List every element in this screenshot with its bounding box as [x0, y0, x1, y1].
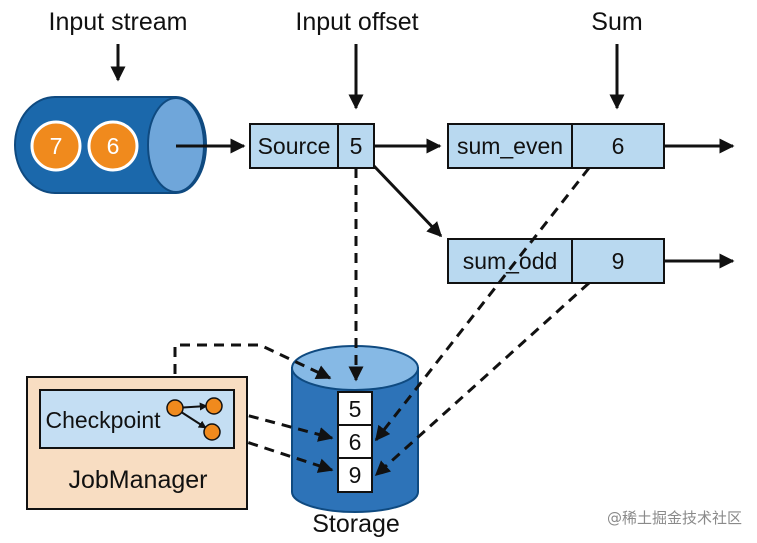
sum-even-snapshot-line [374, 167, 591, 442]
svg-text:7: 7 [50, 133, 63, 159]
sum-even-box: sum_even 6 [447, 123, 665, 169]
checkpoint-coordinator-node [166, 399, 184, 417]
sum-odd-box: sum_odd 9 [447, 238, 665, 284]
source-to-sum-odd-arrow [372, 164, 443, 238]
sum-even-label: sum_even [457, 133, 563, 159]
storage-sum-even-value: 6 [349, 429, 362, 455]
job-manager-box: Checkpoint JobManager [26, 376, 248, 510]
sum-odd-value: 9 [612, 248, 625, 274]
sum-odd-label: sum_odd [463, 248, 558, 274]
checkpoint-label: Checkpoint [45, 407, 161, 433]
storage-cylinder: 5 6 9 [291, 345, 419, 513]
input-stream-label: Input stream [49, 8, 188, 36]
storage-offset-value: 5 [349, 396, 362, 422]
storage-label: Storage [312, 510, 400, 538]
checkpoint-node-2 [203, 423, 221, 441]
storage-sum-odd-value: 9 [349, 462, 362, 488]
input-offset-label: Input offset [295, 8, 418, 36]
source-box: Source 5 [249, 123, 375, 169]
sum-label: Sum [591, 8, 642, 36]
watermark: @稀土掘金技术社区 [607, 509, 742, 527]
event-7: 7 [30, 120, 82, 172]
input-stream-pipe: 7 6 [14, 96, 207, 194]
event-6: 6 [87, 120, 139, 172]
sum-odd-snapshot-line [374, 281, 591, 477]
checkpoint-barrier-line [173, 343, 332, 408]
job-manager-label: JobManager [69, 466, 208, 494]
source-label: Source [258, 133, 331, 159]
source-offset: 5 [350, 133, 363, 159]
sum-even-value: 6 [612, 133, 625, 159]
svg-text:6: 6 [107, 133, 120, 159]
checkpoint-node-1 [205, 397, 223, 415]
